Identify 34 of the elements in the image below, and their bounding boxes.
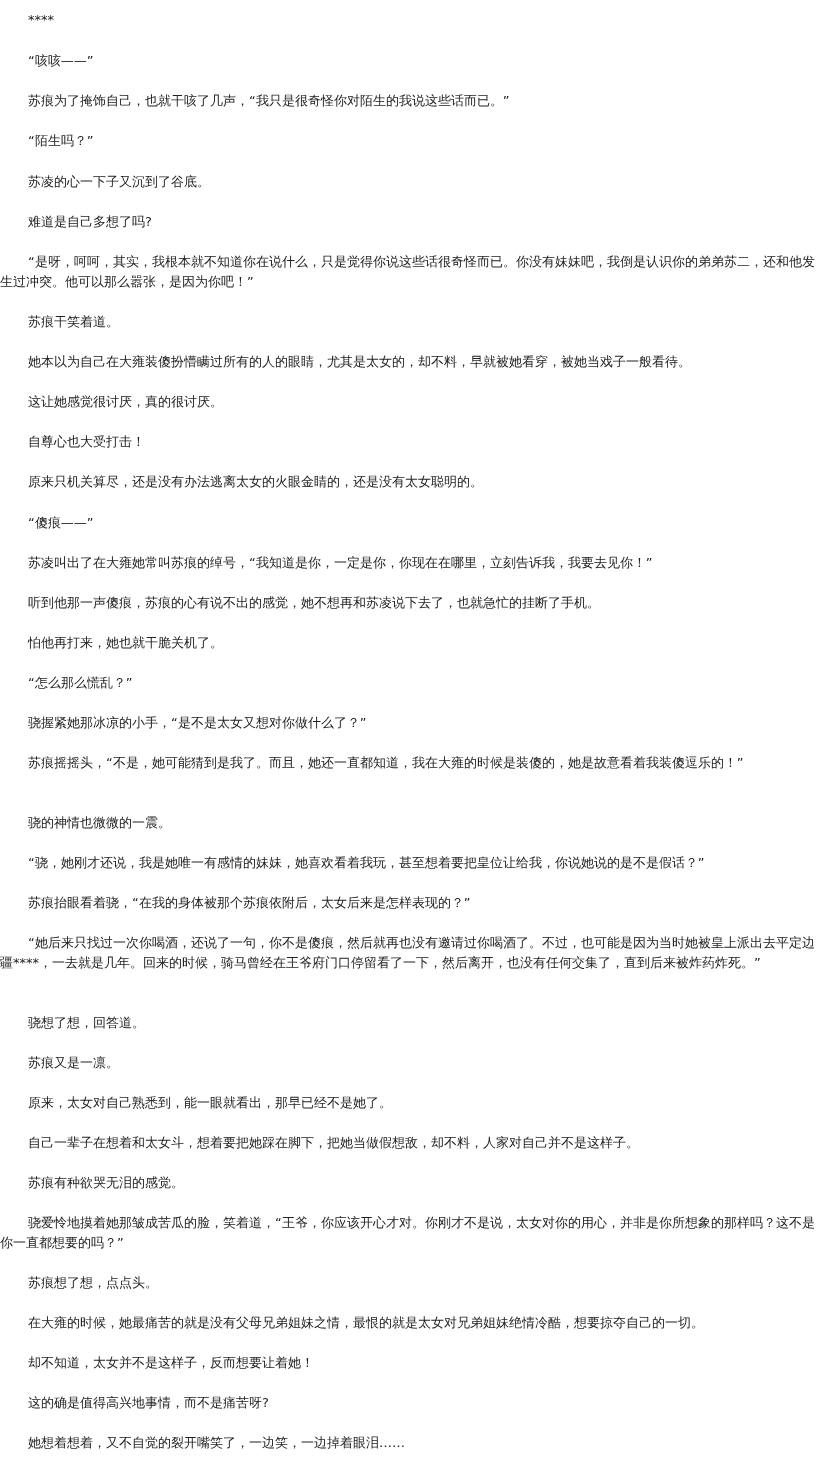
- paragraph: 苏痕想了想，点点头。: [27, 1274, 159, 1292]
- paragraph: 原来，太女对自己熟悉到，能一眼就看出，那早已经不是她了。: [27, 1094, 393, 1112]
- paragraph: 自己一辈子在想着和太女斗，想着要把她踩在脚下，把她当做假想敌，却不料，人家对自己并不是这样子。: [27, 1134, 640, 1152]
- paragraph: 自尊心也大受打击！: [27, 433, 146, 451]
- paragraph: 骁的神情也微微的一震。: [27, 814, 172, 832]
- paragraph: 骁爱怜地摸着她那皱成苦瓜的脸，笑着道，“王爷，你应该开心才对。你刚才不是说，太女对你的用心，并非是你所想象的那样吗？这不是你一直都想要的吗？”: [0, 1214, 815, 1252]
- paragraph: 苏痕干笑着道。: [27, 313, 120, 331]
- paragraph: 骁想了想，回答道。: [27, 1014, 146, 1032]
- paragraph: “傻痕——”: [27, 514, 95, 532]
- paragraph: 听到他那一声傻痕，苏痕的心有说不出的感觉，她不想再和苏凌说下去了，也就急忙的挂断了手机。: [27, 594, 601, 612]
- paragraph: 她本以为自己在大雍装傻扮懵瞒过所有的人的眼睛，尤其是太女的，却不料，早就被她看穿，被她当戏子一般看待。: [27, 353, 692, 371]
- paragraph: 这的确是值得高兴地事情，而不是痛苦呀?: [27, 1394, 270, 1412]
- paragraph: 这让她感觉很讨厌，真的很讨厌。: [27, 393, 224, 411]
- paragraph: “是呀，呵呵，其实，我根本就不知道你在说什么，只是觉得你说这些话很奇怪而已。你没有妹妹吧，我倒是认识你的弟弟苏二，还和他发生过冲突。他可以那么嚣张，是因为你吧！”: [0, 253, 815, 291]
- paragraph: 苏痕为了掩饰自己，也就干咳了几声，“我只是很奇怪你对陌生的我说这些话而已。”: [27, 92, 511, 110]
- section-divider: ****: [27, 11, 55, 29]
- paragraph: 怕他再打来，她也就干脆关机了。: [27, 634, 224, 652]
- paragraph: “陌生吗？”: [27, 132, 95, 150]
- paragraph: 苏凌叫出了在大雍她常叫苏痕的绰号，“我知道是你，一定是你，你现在在哪里，立刻告诉我，我要去见你！”: [27, 554, 654, 572]
- paragraph: 苏凌的心一下子又沉到了谷底。: [27, 173, 211, 191]
- paragraph: 她想着想着，又不自觉的裂开嘴笑了，一边笑，一边掉着眼泪……: [27, 1434, 406, 1452]
- paragraph: “怎么那么慌乱？”: [27, 674, 134, 692]
- paragraph: 苏痕摇摇头，“不是，她可能猜到是我了。而且，她还一直都知道，我在大雍的时候是装傻的，她是故意看着我装傻逗乐的！”: [27, 754, 745, 772]
- paragraph: 苏痕又是一凛。: [27, 1054, 120, 1072]
- paragraph: “骁，她刚才还说，我是她唯一有感情的妹妹，她喜欢看着我玩，甚至想着要把皇位让给我，你说她说的是不是假话？”: [27, 854, 706, 872]
- paragraph: 苏痕有种欲哭无泪的感觉。: [27, 1174, 185, 1192]
- paragraph: 苏痕抬眼看着骁，“在我的身体被那个苏痕依附后，太女后来是怎样表现的？”: [27, 894, 472, 912]
- paragraph: 骁握紧她那冰凉的小手，“是不是太女又想对你做什么了？”: [27, 714, 368, 732]
- paragraph: “她后来只找过一次你喝酒，还说了一句，你不是傻痕，然后就再也没有邀请过你喝酒了。不过，也可能是因为当时她被皇上派出去平定边疆****，一去就是几年。回来的时候，骑马曾经在王爷府门口停留看了一下，然后离开，也没有任何交集了，直到后来被炸药炸死。”: [0, 934, 815, 972]
- paragraph: 原来只机关算尽，还是没有办法逃离太女的火眼金睛的，还是没有太女聪明的。: [27, 473, 484, 491]
- paragraph: 在大雍的时候，她最痛苦的就是没有父母兄弟姐妹之情，最恨的就是太女对兄弟姐妹绝情冷酷，想要掠夺自己的一切。: [27, 1314, 705, 1332]
- paragraph: 却不知道，太女并不是这样子，反而想要让着她！: [27, 1354, 315, 1372]
- paragraph: “咳咳——”: [27, 52, 95, 70]
- paragraph: 难道是自己多想了吗?: [27, 213, 153, 231]
